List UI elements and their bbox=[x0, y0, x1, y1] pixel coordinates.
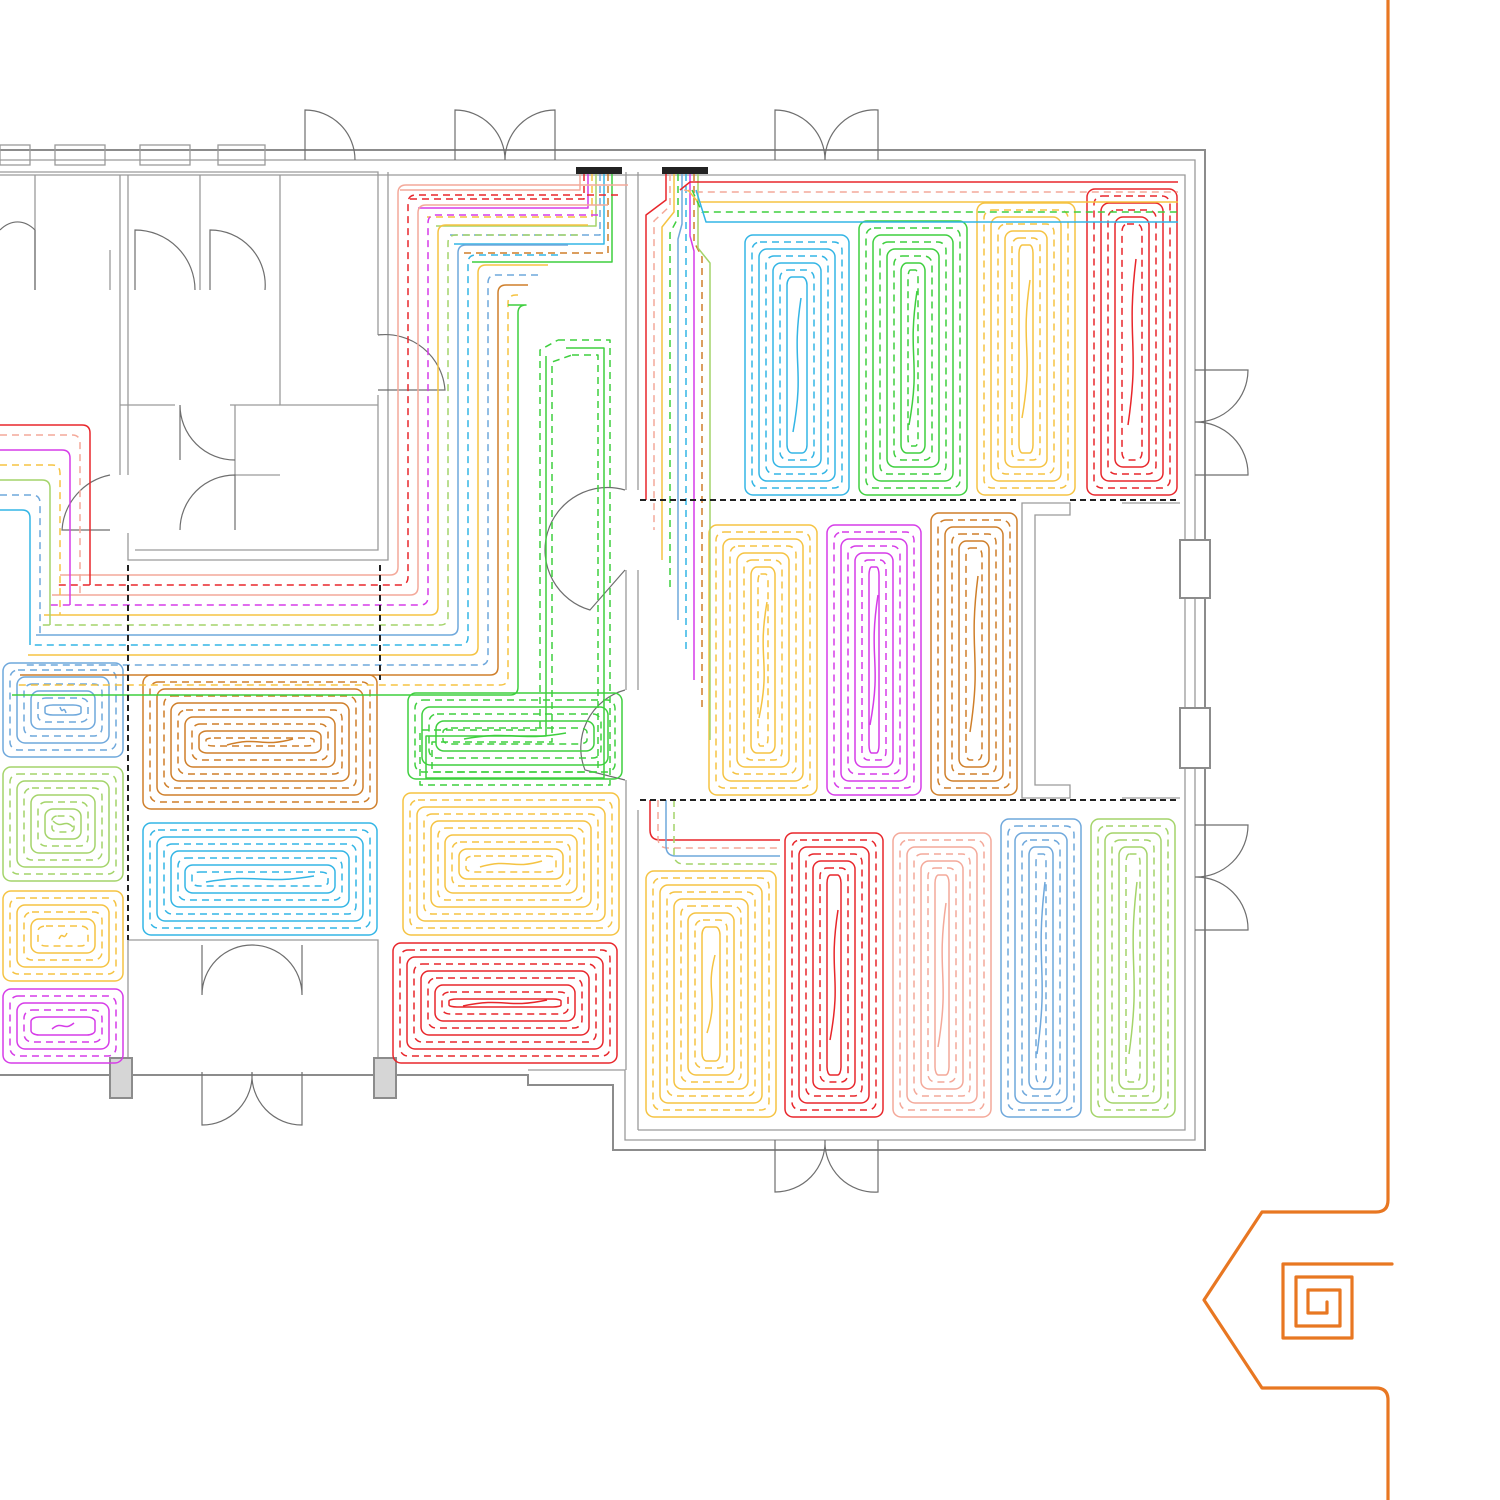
heating-loop-C2 bbox=[784, 832, 884, 1118]
heating-loop-B3 bbox=[930, 512, 1018, 796]
door-swing bbox=[1194, 369, 1249, 476]
heating-loop-A4 bbox=[1086, 188, 1178, 496]
door-swing bbox=[201, 1071, 303, 1126]
window bbox=[139, 144, 191, 166]
door-swing bbox=[61, 474, 111, 531]
heating-loop-D1 bbox=[142, 674, 378, 810]
window bbox=[54, 144, 106, 166]
door-swing bbox=[454, 109, 556, 161]
heating-loop-B1 bbox=[708, 524, 818, 796]
heating-loop-B2 bbox=[826, 524, 922, 796]
heating-circuits bbox=[0, 174, 1178, 1118]
door-swing bbox=[377, 333, 446, 391]
heating-loop-C4 bbox=[1000, 818, 1082, 1118]
door-swing bbox=[774, 1139, 879, 1193]
heating-loop-E2 bbox=[2, 766, 124, 882]
heating-loop-E1 bbox=[2, 662, 124, 758]
spiral-path bbox=[1281, 1262, 1394, 1340]
heating-loop-A3 bbox=[976, 202, 1076, 496]
heating-loop-E4 bbox=[2, 988, 124, 1064]
brand-frame bbox=[1202, 0, 1394, 1500]
door-swing bbox=[774, 109, 879, 161]
door-swing bbox=[1194, 824, 1249, 931]
orange-tab-frame-icon bbox=[1202, 0, 1390, 1500]
door-swing bbox=[134, 229, 196, 291]
manifolds bbox=[576, 167, 708, 174]
door-swing bbox=[580, 689, 626, 781]
door-swing bbox=[209, 229, 266, 291]
window bbox=[0, 144, 31, 166]
manifold-right bbox=[662, 167, 708, 174]
doors bbox=[0, 109, 1249, 1193]
heating-loop-E3 bbox=[2, 890, 124, 982]
supply-runs bbox=[0, 174, 1178, 865]
heating-loop-D3 bbox=[402, 792, 620, 936]
heating-loop-A2 bbox=[858, 220, 968, 496]
heating-loop-D2 bbox=[142, 822, 378, 936]
heating-loop-A1 bbox=[744, 234, 850, 496]
zone-dividers bbox=[127, 499, 1180, 940]
heating-loop-C5 bbox=[1090, 818, 1176, 1118]
door-swing bbox=[179, 474, 236, 531]
spiral-square-logo-icon bbox=[1281, 1262, 1394, 1340]
door-swing bbox=[179, 404, 236, 461]
door-swing bbox=[0, 221, 36, 290]
manifold-left bbox=[576, 167, 622, 174]
heating-loop-C3 bbox=[892, 832, 992, 1118]
heating-loop-D4 bbox=[392, 942, 618, 1064]
window bbox=[217, 144, 266, 166]
door-swing bbox=[544, 486, 626, 611]
heating-loop-C1 bbox=[645, 870, 777, 1118]
door-swing bbox=[201, 944, 303, 996]
door-swing bbox=[304, 109, 356, 161]
